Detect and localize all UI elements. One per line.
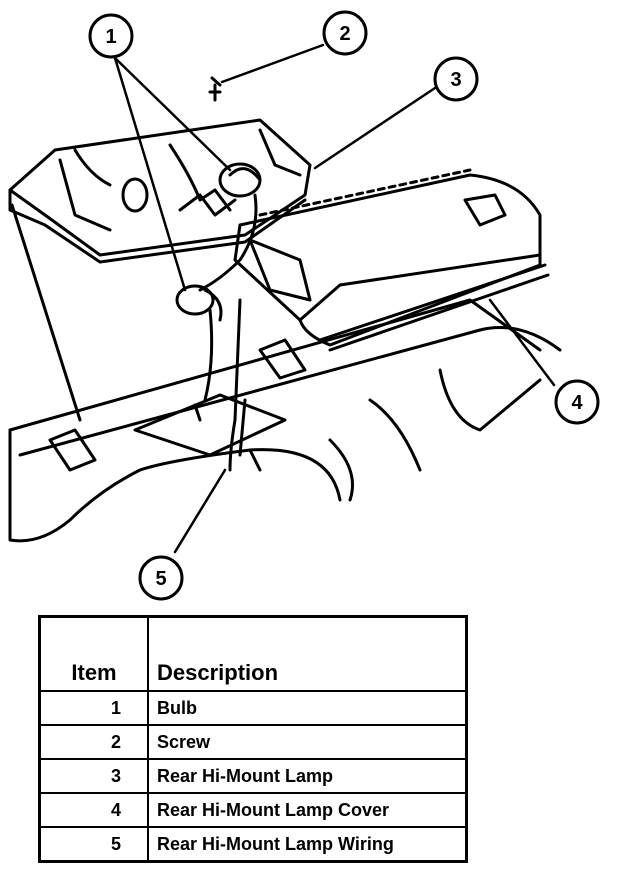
legend-item-number: 4 — [38, 792, 149, 828]
callout-1: 1 — [88, 13, 134, 59]
svg-text:5: 5 — [155, 568, 166, 590]
legend-item-description: Rear Hi-Mount Lamp Cover — [147, 792, 468, 828]
svg-text:2: 2 — [339, 23, 350, 45]
svg-text:1: 1 — [105, 26, 116, 48]
lamp-assembly-diagram: 1 2 3 4 5 — [8, 10, 600, 601]
callout-4: 4 — [554, 379, 600, 425]
legend-item-description: Bulb — [147, 690, 468, 726]
bulb-and-wiring — [175, 162, 262, 472]
rear-shelf-panel — [8, 298, 562, 543]
table-row: 1 Bulb — [38, 690, 468, 726]
screw — [208, 76, 222, 102]
svg-text:3: 3 — [450, 69, 461, 91]
legend-item-number: 5 — [38, 826, 149, 863]
callout-3: 3 — [433, 56, 479, 102]
parts-legend-table: Item Description 1 Bulb 2 Screw 3 Rear H… — [38, 615, 468, 863]
callout-5: 5 — [138, 555, 184, 601]
table-row: 4 Rear Hi-Mount Lamp Cover — [38, 792, 468, 828]
table-row: 5 Rear Hi-Mount Lamp Wiring — [38, 826, 468, 863]
legend-item-number: 2 — [38, 724, 149, 760]
legend-item-number: 3 — [38, 758, 149, 794]
legend-header-row: Item Description — [38, 615, 468, 692]
table-row: 3 Rear Hi-Mount Lamp — [38, 758, 468, 794]
legend-item-description: Rear Hi-Mount Lamp — [147, 758, 468, 794]
legend-header-description: Description — [147, 615, 468, 692]
legend-item-description: Screw — [147, 724, 468, 760]
svg-text:4: 4 — [571, 392, 583, 414]
leader-lines — [113, 43, 556, 554]
lamp-housing — [8, 118, 312, 422]
table-row: 2 Screw — [38, 724, 468, 760]
callout-2: 2 — [322, 10, 368, 56]
legend-header-item: Item — [38, 615, 149, 692]
legend-item-number: 1 — [38, 690, 149, 726]
legend-item-description: Rear Hi-Mount Lamp Wiring — [147, 826, 468, 863]
